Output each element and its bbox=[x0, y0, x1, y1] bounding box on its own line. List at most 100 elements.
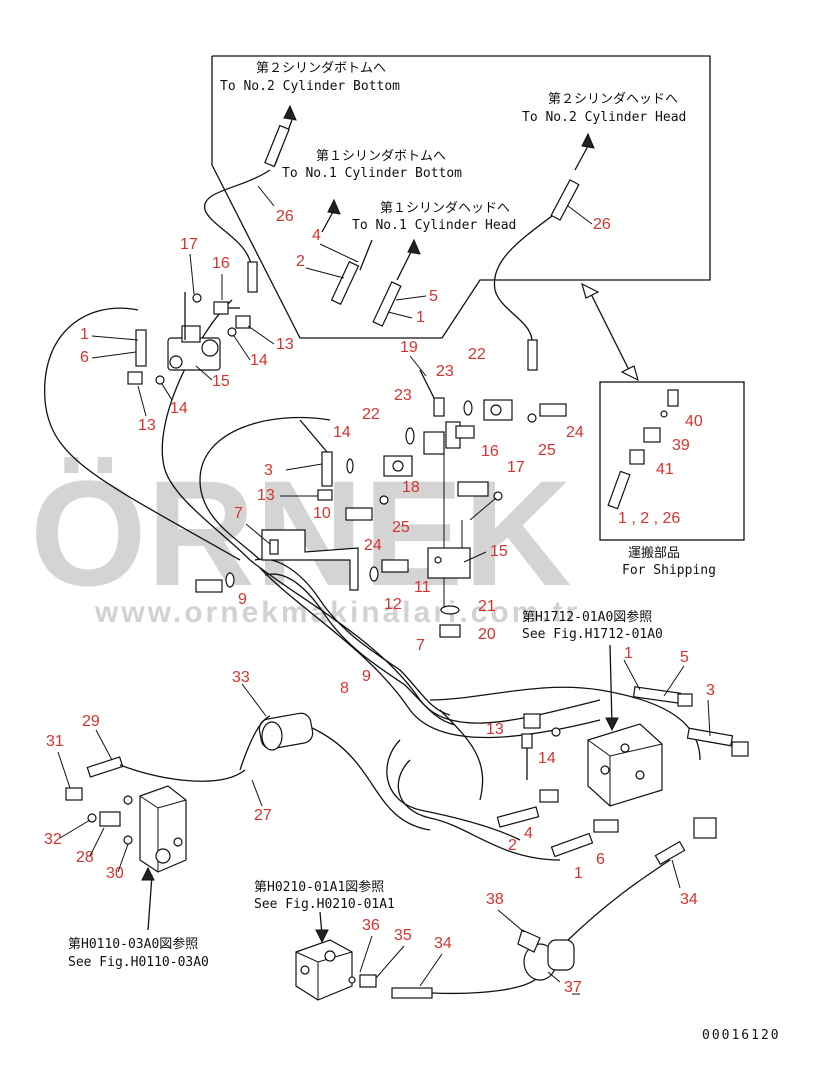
callout-7b: 7 bbox=[416, 637, 425, 654]
callout-30: 30 bbox=[106, 865, 124, 882]
callout-27: 27 bbox=[254, 807, 272, 824]
callout-35: 35 bbox=[394, 927, 412, 944]
drawing-number: 00016120 bbox=[702, 1028, 781, 1043]
mid-brackets bbox=[195, 369, 567, 638]
callout-26a: 26 bbox=[276, 208, 294, 225]
callout-6b: 6 bbox=[596, 851, 605, 868]
leader-lines bbox=[57, 185, 711, 987]
note-cyl2-head-jp: 第２シリンダヘッドへ bbox=[548, 92, 678, 107]
watermark: ÖRNEK www.ornekmakinalari.com.tr bbox=[30, 449, 580, 629]
callout-17a: 17 bbox=[180, 236, 198, 253]
callout-2b: 2 bbox=[508, 837, 517, 854]
callout-11: 11 bbox=[414, 579, 431, 596]
callout-13a: 13 bbox=[276, 336, 294, 353]
callout-17b: 17 bbox=[507, 459, 525, 476]
callout-15b: 15 bbox=[490, 543, 508, 560]
note-cyl2-bottom-en: To No.2 Cylinder Bottom bbox=[220, 79, 400, 94]
callout-14b: 14 bbox=[170, 400, 188, 417]
callout-26b: 26 bbox=[593, 216, 611, 233]
callout-23b: 23 bbox=[394, 387, 412, 404]
callout-34a: 34 bbox=[680, 891, 698, 908]
note-shipping-en: For Shipping bbox=[622, 563, 716, 578]
callout-9b: 9 bbox=[362, 668, 371, 685]
callout-25a: 25 bbox=[538, 442, 556, 459]
callout-13c: 13 bbox=[257, 487, 275, 504]
note-ref-h1712-en: See Fig.H1712-01A0 bbox=[522, 627, 663, 642]
callout-36: 36 bbox=[362, 917, 380, 934]
callout-13d: 13 bbox=[486, 721, 504, 738]
note-ref-h1712-jp: 第H1712-01A0図参照 bbox=[522, 609, 652, 625]
callout-1c: 1 bbox=[624, 645, 633, 662]
callout-3a: 3 bbox=[264, 462, 273, 479]
callout-29: 29 bbox=[82, 713, 100, 730]
note-cyl1-bottom-jp: 第１シリンダボトムへ bbox=[316, 149, 446, 164]
callout-28: 28 bbox=[76, 849, 94, 866]
callout-1a: 1 bbox=[416, 309, 425, 326]
callout-14d: 14 bbox=[538, 750, 556, 767]
callout-33: 33 bbox=[232, 669, 250, 686]
valve-left bbox=[65, 756, 246, 931]
manifold-right bbox=[496, 644, 749, 858]
callout-10: 10 bbox=[313, 505, 331, 522]
callout-23a: 23 bbox=[436, 363, 454, 380]
callout-32: 32 bbox=[44, 831, 62, 848]
callout-13b: 13 bbox=[138, 417, 156, 434]
callout-25b: 25 bbox=[392, 519, 410, 536]
note-cyl2-head-en: To No.2 Cylinder Head bbox=[522, 110, 686, 125]
callout-34b: 34 bbox=[434, 935, 452, 952]
upper-left-block bbox=[127, 292, 251, 385]
callout-21: 21 bbox=[478, 598, 496, 615]
callout-22a: 22 bbox=[468, 346, 486, 363]
note-cyl1-head-jp: 第１シリンダヘッドへ bbox=[380, 201, 510, 216]
note-ref-h0210-jp: 第H0210-01A1図参照 bbox=[254, 879, 384, 895]
callout-2a: 2 bbox=[296, 253, 305, 270]
callout-24a: 24 bbox=[566, 424, 584, 441]
shipping-box bbox=[599, 381, 745, 541]
callout-14a: 14 bbox=[250, 352, 268, 369]
callout-12: 12 bbox=[384, 596, 402, 613]
boundary-frame bbox=[211, 55, 711, 339]
watermark-url: www.ornekmakinalari.com.tr bbox=[94, 596, 580, 629]
note-ref-h0210-en: See Fig.H0210-01A1 bbox=[254, 897, 395, 912]
callout-40: 40 bbox=[685, 413, 703, 430]
note-cyl1-head-en: To No.1 Cylinder Head bbox=[352, 218, 516, 233]
block-lower bbox=[295, 840, 686, 1001]
callout-39: 39 bbox=[672, 437, 690, 454]
upper-hoses bbox=[204, 104, 595, 371]
callout-5b: 5 bbox=[680, 649, 689, 666]
callout-20: 20 bbox=[478, 626, 496, 643]
callout-4a: 4 bbox=[312, 227, 321, 244]
callout-15a: 15 bbox=[212, 373, 230, 390]
note-ref-h0110-en: See Fig.H0110-03A0 bbox=[68, 955, 209, 970]
callouts: 26 26 4 2 5 1 17 16 1 6 13 14 15 14 13 1… bbox=[44, 208, 715, 996]
callout-18: 18 bbox=[402, 479, 420, 496]
callout-41: 41 bbox=[656, 461, 674, 478]
callout-16a: 16 bbox=[212, 255, 230, 272]
double-arrow bbox=[581, 282, 639, 382]
callout-22b: 22 bbox=[362, 406, 380, 423]
shipping-items bbox=[607, 389, 679, 510]
callout-9a: 9 bbox=[238, 591, 247, 608]
callout-31: 31 bbox=[46, 733, 64, 750]
note-cyl2-bottom-jp: 第２シリンダボトムへ bbox=[256, 61, 386, 76]
callout-1b: 1 bbox=[80, 326, 89, 343]
callout-1d: 1 bbox=[574, 865, 583, 882]
note-ref-h0110-jp: 第H0110-03A0図参照 bbox=[68, 936, 198, 952]
callout-37: 37 bbox=[564, 979, 582, 996]
callout-5a: 5 bbox=[429, 288, 438, 305]
note-shipping-jp: 運搬部品 bbox=[628, 546, 680, 561]
note-cyl1-bottom-en: To No.1 Cylinder Bottom bbox=[282, 166, 462, 181]
notes: 第２シリンダボトムへ To No.2 Cylinder Bottom 第１シリン… bbox=[68, 61, 781, 1043]
callout-4b: 4 bbox=[524, 825, 533, 842]
callout-24b: 24 bbox=[364, 537, 382, 554]
callout-6a: 6 bbox=[80, 349, 89, 366]
note-shipping-parts: 1 , 2 , 26 bbox=[618, 510, 680, 527]
callout-8: 8 bbox=[340, 680, 349, 697]
hose-guard bbox=[239, 712, 431, 831]
callout-16b: 16 bbox=[481, 443, 499, 460]
callout-19: 19 bbox=[400, 339, 418, 356]
callout-3b: 3 bbox=[706, 682, 715, 699]
callout-38: 38 bbox=[486, 891, 504, 908]
callout-7a: 7 bbox=[234, 505, 243, 522]
